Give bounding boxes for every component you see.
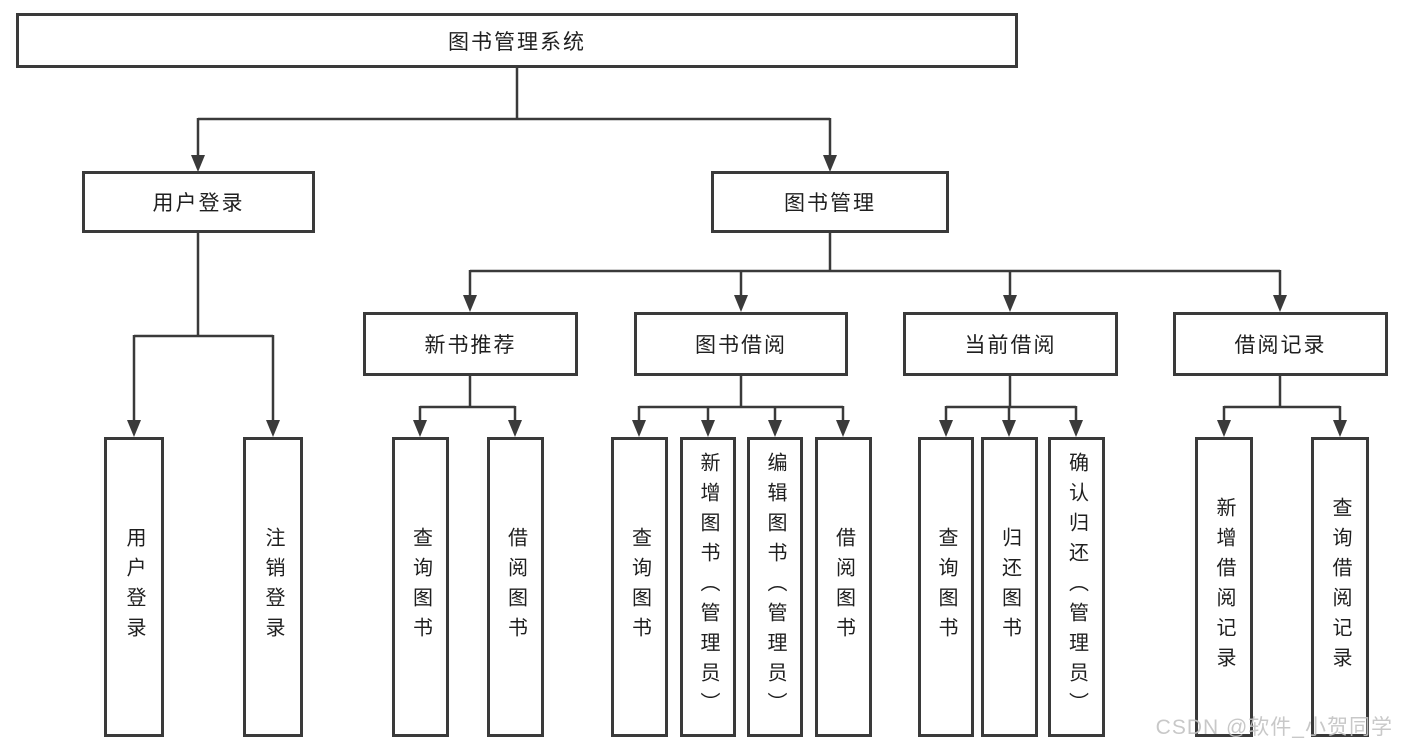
node-label: 查询图书 — [409, 527, 432, 647]
node-label: 借阅图书 — [504, 527, 527, 647]
leaf-confirm-return-admin: 确认归还（管理员） — [1048, 437, 1105, 737]
node-label: 新书推荐 — [424, 334, 517, 357]
leaf-query-books-current: 查询图书 — [918, 437, 974, 737]
connector-new-book-branch — [413, 376, 522, 437]
node-label: 用户登录 — [123, 527, 145, 647]
connector-borrowing-records-branch — [1217, 376, 1347, 437]
leaf-add-borrow-record: 新增借阅记录 — [1195, 437, 1253, 737]
csdn-watermark: CSDN @软件_小贺同学 — [1155, 716, 1393, 739]
node-label: 图书管理系统 — [448, 30, 586, 54]
leaf-logout: 注销登录 — [243, 437, 303, 737]
leaf-borrow-books: 借阅图书 — [815, 437, 872, 737]
node-label: 新增图书（管理员） — [697, 452, 719, 722]
node-user-login: 用户登录 — [82, 171, 315, 233]
leaf-return-book: 归还图书 — [981, 437, 1038, 737]
node-label: 归还图书 — [998, 527, 1021, 647]
leaf-add-book-admin: 新增图书（管理员） — [680, 437, 736, 737]
node-label: 用户登录 — [152, 192, 245, 215]
node-library-management-system: 图书管理系统 — [16, 13, 1018, 68]
node-label: 图书管理 — [784, 192, 876, 215]
node-label: 借阅图书 — [832, 527, 855, 647]
node-borrowing-records: 借阅记录 — [1173, 312, 1388, 376]
leaf-borrow-books-recommend: 借阅图书 — [487, 437, 544, 737]
node-label: 编辑图书（管理员） — [764, 452, 786, 722]
node-label: 注销登录 — [262, 527, 284, 647]
connector-book-management-branch — [463, 233, 1287, 312]
node-book-borrowing: 图书借阅 — [634, 312, 848, 376]
leaf-user-login: 用户登录 — [104, 437, 164, 737]
node-label: 新增借阅记录 — [1213, 497, 1235, 677]
connector-user-login-branch — [127, 233, 280, 437]
node-new-book-recommend: 新书推荐 — [363, 312, 578, 376]
leaf-query-books-recommend: 查询图书 — [392, 437, 449, 737]
node-label: 查询图书 — [935, 527, 957, 647]
node-label: 借阅记录 — [1234, 334, 1327, 357]
node-label: 当前借阅 — [964, 334, 1057, 357]
node-current-borrowing: 当前借阅 — [903, 312, 1118, 376]
node-label: 查询图书 — [628, 527, 651, 647]
node-label: 图书借阅 — [695, 334, 787, 357]
node-book-management: 图书管理 — [711, 171, 949, 233]
connector-current-borrowing-branch — [939, 376, 1083, 437]
leaf-query-books-borrowing: 查询图书 — [611, 437, 668, 737]
connector-root-to-level2 — [191, 68, 837, 172]
node-label: 查询借阅记录 — [1329, 497, 1351, 677]
connector-book-borrowing-branch — [632, 376, 850, 437]
leaf-query-borrow-record: 查询借阅记录 — [1311, 437, 1369, 737]
node-label: 确认归还（管理员） — [1065, 452, 1088, 722]
leaf-edit-book-admin: 编辑图书（管理员） — [747, 437, 803, 737]
